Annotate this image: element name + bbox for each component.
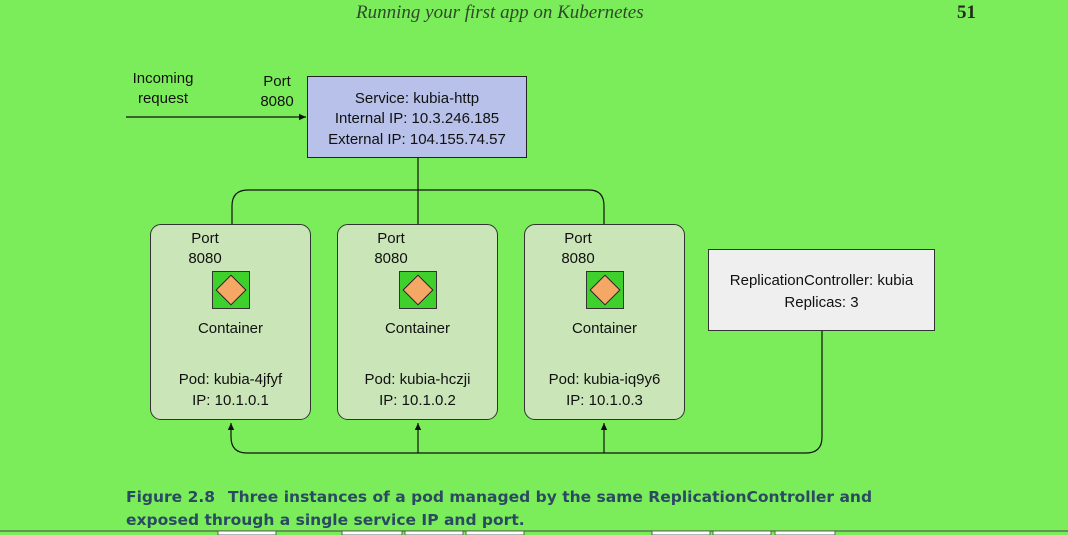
- rc-replicas: Replicas: 3: [784, 294, 859, 311]
- service-port-line1: Port: [263, 73, 291, 90]
- service-to-pod3-arrow: [418, 189, 608, 268]
- pod-box-3: Port 8080 Container Pod: kubia-iq9y6 IP:…: [524, 224, 685, 420]
- service-to-pod1-arrow: [228, 189, 418, 268]
- pod-name: Pod: kubia-iq9y6: [548, 371, 661, 388]
- pod-ip: IP: 10.1.0.1: [192, 392, 269, 409]
- pod-name: Pod: kubia-4jfyf: [178, 371, 283, 388]
- container-label: Container: [571, 320, 638, 337]
- pod-name: Pod: kubia-hczji: [364, 371, 471, 388]
- figure-number: Figure 2.8: [126, 488, 216, 506]
- pod-box-1: Port 8080 Container Pod: kubia-4jfyf IP:…: [150, 224, 311, 420]
- container-label: Container: [197, 320, 264, 337]
- service-port-line2: 8080: [260, 93, 294, 110]
- service-port-label: Port 8080: [250, 72, 304, 112]
- pod-ip: IP: 10.1.0.3: [566, 392, 643, 409]
- incoming-request-label: Incoming request: [128, 69, 198, 109]
- figure-caption-text: Three instances of a pod managed by the …: [126, 488, 873, 529]
- pod-port-label: Port 8080: [363, 229, 419, 269]
- page-number: 51: [957, 2, 976, 23]
- rc-manages-pods-line: [227, 331, 823, 454]
- container-label: Container: [384, 320, 451, 337]
- service-internal-ip: Internal IP: 10.3.246.185: [334, 110, 500, 127]
- pod-port-line2: 8080: [374, 250, 408, 267]
- replication-controller-box: ReplicationController: kubia Replicas: 3: [708, 249, 935, 331]
- incoming-line2: request: [137, 90, 189, 107]
- service-external-ip: External IP: 104.155.74.57: [328, 131, 506, 148]
- running-head: Running your first app on Kubernetes: [356, 2, 644, 23]
- container-icon: [586, 271, 624, 309]
- pod-port-label: Port 8080: [550, 229, 606, 269]
- bottom-strip: [0, 530, 1068, 535]
- pod-port-line1: Port: [377, 230, 405, 247]
- pod-port-line2: 8080: [561, 250, 595, 267]
- pod-box-2: Port 8080 Container Pod: kubia-hczji IP:…: [337, 224, 498, 420]
- pod-ip: IP: 10.1.0.2: [379, 392, 456, 409]
- pod-port-line1: Port: [564, 230, 592, 247]
- pod-port-line1: Port: [191, 230, 219, 247]
- incoming-line1: Incoming: [132, 70, 194, 87]
- container-icon: [399, 271, 437, 309]
- pod-port-line2: 8080: [188, 250, 222, 267]
- service-name: Service: kubia-http: [354, 90, 480, 107]
- rc-name: ReplicationController: kubia: [729, 272, 914, 289]
- container-icon: [212, 271, 250, 309]
- service-box: Service: kubia-http Internal IP: 10.3.24…: [307, 76, 527, 158]
- pod-port-label: Port 8080: [177, 229, 233, 269]
